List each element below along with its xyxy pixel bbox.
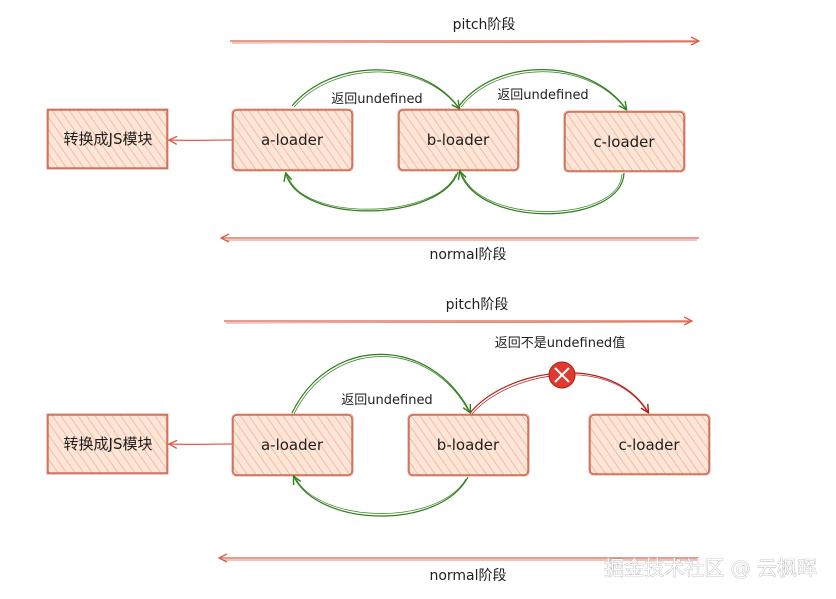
top-normal-arrow — [222, 238, 700, 240]
bottom-pitch-label: pitch阶段 — [446, 297, 509, 313]
top-loader-c-label: c-loader — [593, 133, 655, 151]
stop-icon — [548, 361, 576, 389]
bottom-loader-a: a-loader — [231, 413, 354, 477]
bottom-loader-c: c-loader — [588, 413, 711, 476]
bottom-arc-a-to-b — [291, 353, 470, 413]
top-loader-b: b-loader — [397, 108, 520, 172]
top-arc-c-to-b — [460, 172, 625, 215]
top-module-box: 转换成JS模块 — [46, 108, 169, 170]
bottom-loader-c-label: c-loader — [618, 436, 680, 454]
top-diagram: pitch阶段 返回undefined 返回undefined 转换成JS模块 … — [46, 17, 700, 263]
top-normal-label: normal阶段 — [429, 247, 506, 263]
watermark: 掘金技术社区 @ 云枫晖 — [604, 556, 817, 580]
bottom-normal-label: normal阶段 — [429, 568, 506, 584]
bottom-normal-arrow — [220, 558, 700, 560]
top-return-ab-label: 返回undefined — [331, 92, 422, 107]
bottom-pitch-arrow — [223, 321, 691, 323]
top-arc-b-to-a — [286, 172, 459, 212]
bottom-loader-b: b-loader — [407, 413, 530, 477]
top-return-bc-label: 返回undefined — [497, 88, 588, 103]
bottom-loader-b-label: b-loader — [437, 436, 500, 454]
top-loader-b-label: b-loader — [427, 131, 490, 149]
top-arc-b-to-c — [458, 69, 626, 109]
bottom-diagram: pitch阶段 返回不是undefined值 返回undefined 转换成JS… — [46, 297, 711, 584]
bottom-arc-b-to-a — [294, 477, 469, 517]
bottom-loader-a-label: a-loader — [261, 436, 324, 454]
top-pitch-arrow — [229, 41, 698, 43]
bottom-return-ab-label: 返回undefined — [341, 393, 432, 408]
top-loader-a: a-loader — [231, 108, 354, 172]
top-module-box-label: 转换成JS模块 — [64, 130, 153, 148]
bottom-module-box-label: 转换成JS模块 — [64, 435, 153, 453]
top-pitch-label: pitch阶段 — [453, 17, 516, 33]
bottom-module-box: 转换成JS模块 — [46, 413, 169, 475]
top-loader-a-label: a-loader — [261, 131, 324, 149]
top-arc-a-to-b — [291, 69, 459, 108]
top-loader-c: c-loader — [563, 110, 686, 173]
bottom-return-bc-label: 返回不是undefined值 — [495, 335, 625, 351]
